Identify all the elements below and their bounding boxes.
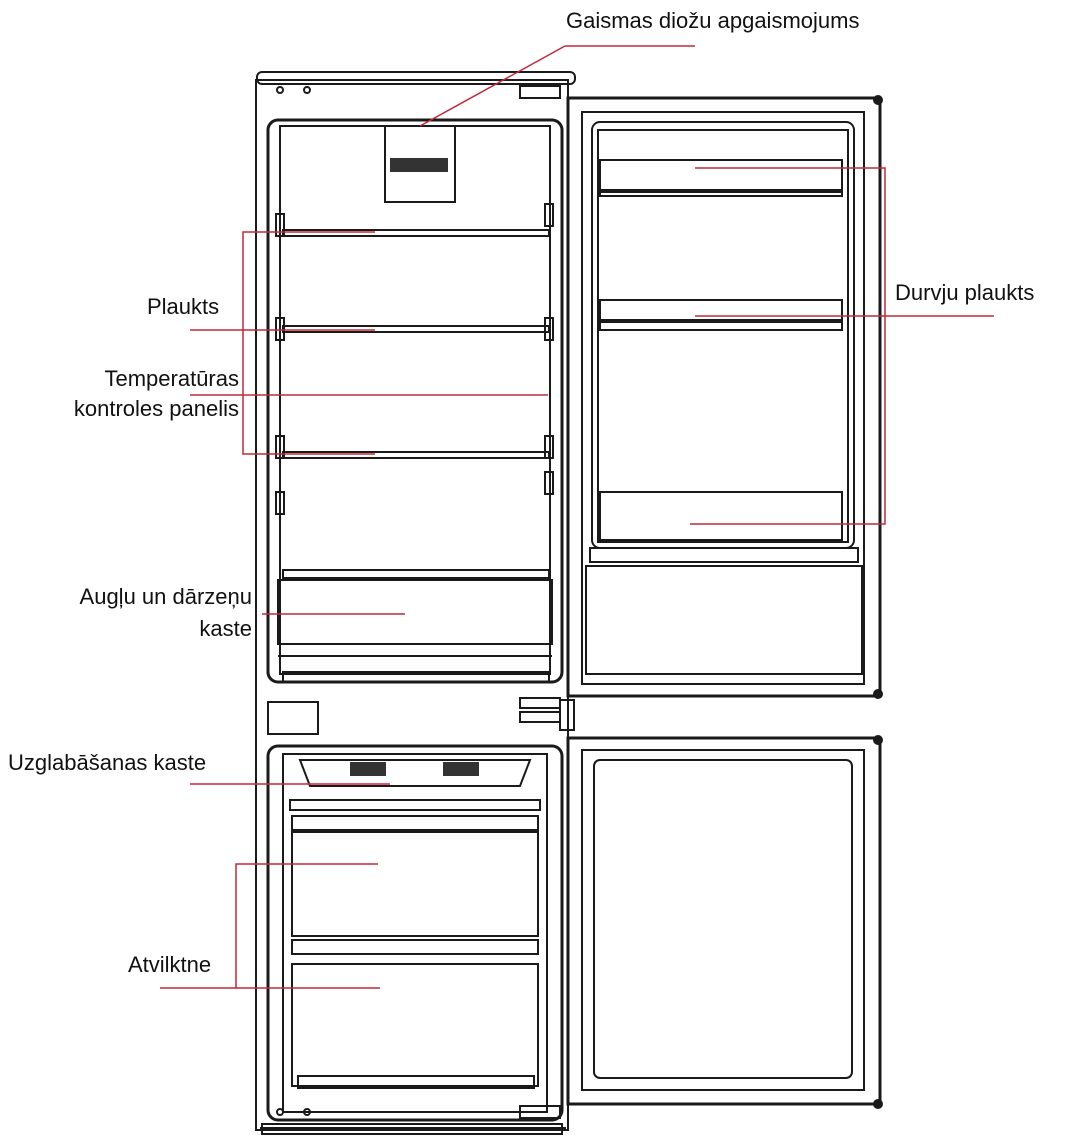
led-light-leader <box>419 45 566 127</box>
label-door-shelf: Durvju plaukts <box>895 280 1035 305</box>
refrigerator-body <box>255 71 883 1135</box>
label-storage-box: Uzglabāšanas kaste <box>8 750 207 775</box>
label-temp-panel-line2: kontroles panelis <box>73 396 239 421</box>
label-crisper-line1: Augļu un dārzeņu <box>79 584 252 609</box>
label-crisper-line2: kaste <box>199 616 252 641</box>
leader-lines <box>160 45 994 989</box>
label-drawer: Atvilktne <box>128 952 212 977</box>
shelf-leader <box>242 231 375 455</box>
label-temp-panel-line1: Temperatūras <box>104 366 239 391</box>
drawer-leader <box>235 863 380 989</box>
label-led-light: Gaismas diožu apgaismojums <box>566 8 860 33</box>
door-shelf-leader <box>690 167 886 525</box>
label-shelf: Plaukts <box>147 294 220 319</box>
